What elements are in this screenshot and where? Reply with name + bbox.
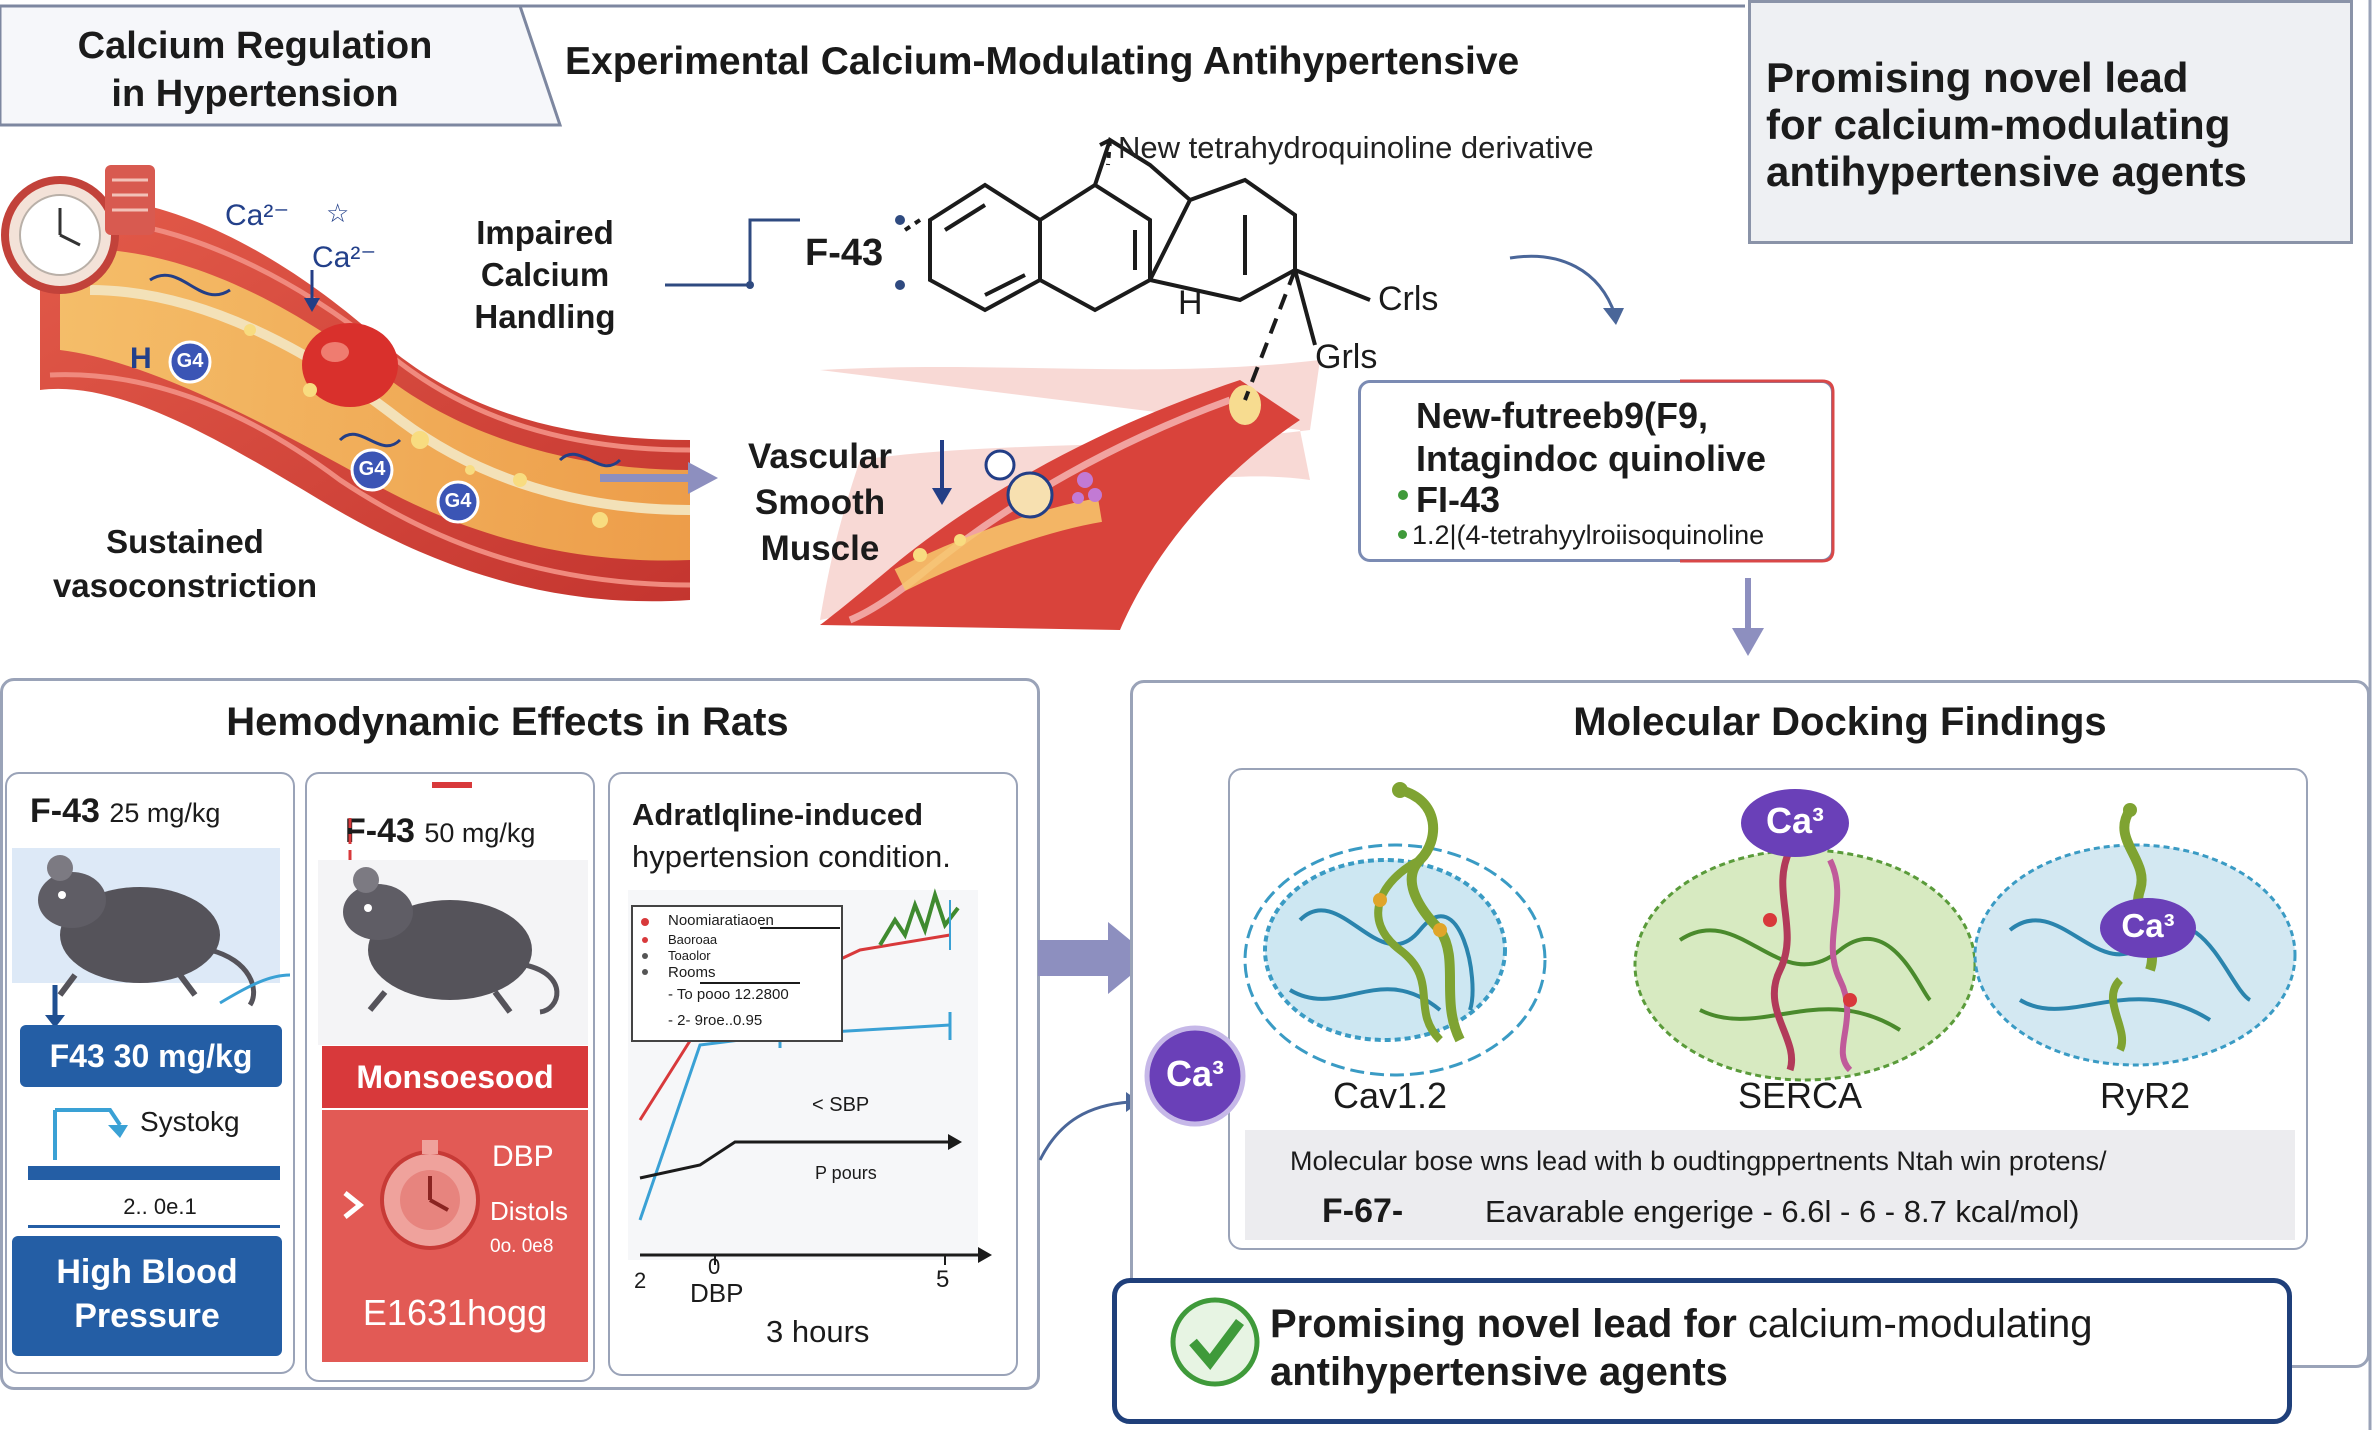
protein-label-serca: SERCA bbox=[1737, 1075, 1863, 1116]
header-divider bbox=[520, 4, 1745, 8]
systolic-label: Systokg bbox=[140, 1106, 240, 1137]
sbp-series-label: < SBP bbox=[812, 1094, 870, 1116]
blood-vessel-illustration bbox=[1, 165, 691, 602]
g4-badge-3: G4 bbox=[444, 490, 472, 512]
dose-30-badge: F43 30 mg/kg bbox=[20, 1025, 282, 1087]
x-tick-left: 2 bbox=[634, 1268, 647, 1293]
info-line-3: FI-43 bbox=[1416, 479, 1501, 520]
info-line-1: New-futreeb9(F9, bbox=[1416, 395, 1709, 436]
p-pours-label: P pours bbox=[815, 1163, 877, 1183]
hemodynamic-title: Hemodynamic Effects in Rats bbox=[226, 700, 789, 744]
compound-info-box bbox=[1358, 380, 1834, 562]
x-tick-zero: 0 bbox=[708, 1254, 721, 1279]
ca-ion-label-2: Ca²⁻ bbox=[312, 241, 377, 274]
derivative-label: New tetrahydroquinoline derivative bbox=[1118, 130, 1594, 165]
high-blood-pressure-box: High Blood Pressure bbox=[12, 1236, 282, 1356]
legend-entry-4: Rooms bbox=[668, 964, 716, 981]
lead-box-text: Promising novel lead for calcium-modulat… bbox=[1766, 54, 2247, 195]
ca-badge-serca: Ca³ bbox=[1765, 800, 1824, 841]
ca-badge-ryr2: Ca³ bbox=[2121, 907, 2175, 944]
conclusion-text: Promising novel lead for calcium-modulat… bbox=[1270, 1302, 2093, 1394]
vascular-smooth-muscle-label: Vascular Smooth Muscle bbox=[748, 437, 892, 568]
legend-entry-2: Baoroaa bbox=[668, 932, 718, 947]
sustained-vasoconstriction-label: Sustained vasoconstriction bbox=[52, 523, 318, 604]
small-reading-red: 0o. 0e8 bbox=[490, 1236, 554, 1257]
vessel-h-label: H bbox=[130, 342, 152, 375]
info-bullet-1 bbox=[1398, 490, 1408, 500]
ca-badge-left: Ca³ bbox=[1165, 1053, 1224, 1094]
systolic-bar bbox=[28, 1166, 280, 1180]
legend-entry-1: Noomiaratiaoen bbox=[668, 912, 774, 929]
chart-title: Adratlqline-induced hypertension conditi… bbox=[632, 797, 951, 874]
info-bullet-2 bbox=[1398, 530, 1407, 539]
distols-label: Distols bbox=[490, 1196, 569, 1226]
monsoesood-band: Monsoesood bbox=[322, 1046, 588, 1108]
g4-badge-2: G4 bbox=[358, 458, 386, 480]
substituent-crls: Crls bbox=[1378, 280, 1439, 318]
dose-25-label: F-43 25 mg/kg bbox=[30, 792, 221, 830]
f43-compound-label: F-43 bbox=[805, 232, 884, 274]
legend-entry-3: Toaolor bbox=[668, 948, 711, 963]
red-tick-top bbox=[432, 782, 472, 788]
molecule-h-atom: H bbox=[1178, 284, 1203, 322]
dose-50-label: F-43 50 mg/kg bbox=[345, 812, 536, 850]
lead-box bbox=[1748, 0, 2353, 244]
calcium-title-tab bbox=[0, 4, 563, 127]
docking-caption-band bbox=[1245, 1130, 2295, 1240]
g4-badge-1: G4 bbox=[176, 350, 204, 372]
info-line-2: Intagindoc quinolive bbox=[1416, 438, 1766, 479]
docking-caption: Molecular bose wns lead with b oudtingpp… bbox=[1290, 1146, 2107, 1176]
time-axis-label: 3 hours bbox=[766, 1314, 870, 1349]
cav12-protein-icon bbox=[1243, 782, 1547, 1077]
conclusion-box bbox=[1112, 1278, 2292, 1424]
energy-compound: F-67- bbox=[1322, 1192, 1404, 1230]
protein-label-cav12: Cav1.2 bbox=[1332, 1075, 1448, 1116]
info-line-4: 1.2|(4-tetrahyylroiisoquinoline bbox=[1412, 520, 1765, 550]
legend-entry-6: - 2- 9roe..0.95 bbox=[668, 1012, 763, 1029]
impaired-calcium-label: Impaired Calcium Handling bbox=[474, 214, 616, 335]
energy-values: Eavarable engerige - 6.6l - 6 - 8.7 kcal… bbox=[1485, 1194, 2080, 1229]
docking-title: Molecular Docking Findings bbox=[1573, 700, 2107, 744]
dbp-label-red: DBP bbox=[492, 1140, 554, 1173]
legend-entry-5: - To pooo 12.2800 bbox=[668, 986, 789, 1003]
substituent-grls: Grls bbox=[1315, 338, 1378, 376]
main-title: Experimental Calcium-Modulating Antihype… bbox=[565, 40, 1520, 83]
ca-ion-label-1: Ca²⁻ bbox=[225, 199, 290, 232]
systolic-reading: 2.. 0e.1 bbox=[123, 1194, 197, 1219]
protein-label-ryr2: RyR2 bbox=[2099, 1075, 2191, 1116]
reading-divider bbox=[28, 1225, 280, 1228]
star-icon: ☆ bbox=[326, 198, 350, 228]
e1631-label: E1631hogg bbox=[362, 1292, 548, 1333]
serca-protein-icon bbox=[1633, 848, 1977, 1082]
calcium-title: Calcium Regulation in Hypertension bbox=[77, 25, 433, 115]
x-tick-right: 5 bbox=[936, 1266, 950, 1293]
dbp-axis-label: DBP bbox=[690, 1278, 744, 1308]
